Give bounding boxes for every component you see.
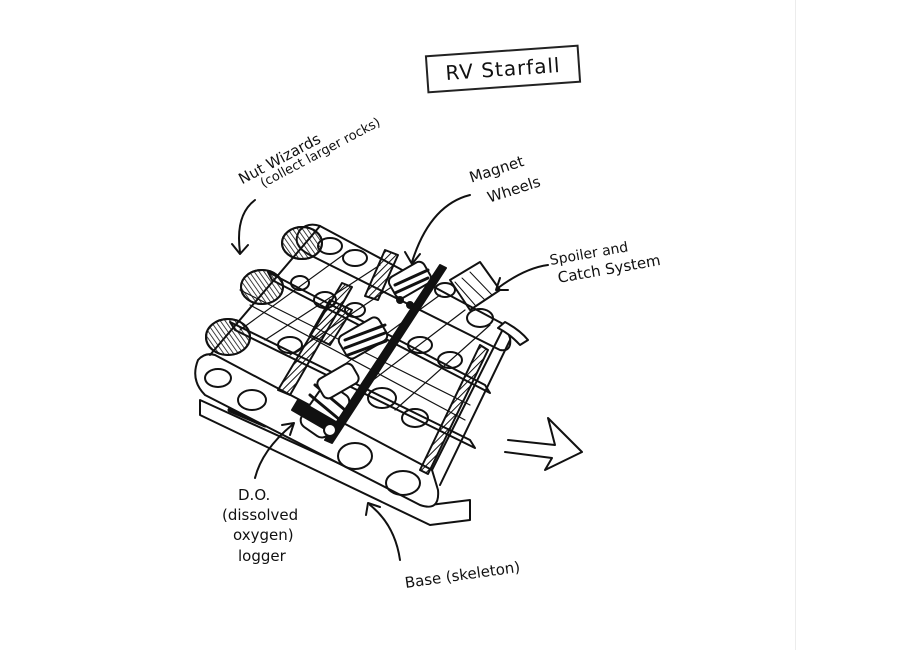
leader-nut-wizards (231, 199, 256, 255)
title: RV Starfall (444, 53, 562, 85)
do-logger (291, 399, 337, 437)
direction-arrow (504, 417, 583, 471)
nut-wizard-3 (281, 226, 323, 260)
leader-base (365, 502, 401, 561)
magnet-wheel-back (387, 260, 433, 309)
label-do-1: D.O. (238, 486, 271, 504)
leader-spoiler (495, 264, 549, 291)
label-do-3: oxygen) (233, 526, 294, 544)
page-edge (795, 0, 796, 650)
leader-do (254, 422, 295, 479)
nut-wizard-1 (205, 318, 251, 356)
label-do-4: logger (238, 547, 286, 565)
nut-wizard-2 (240, 269, 284, 305)
magnet-wheel-middle (337, 316, 389, 360)
leader-magnet (404, 194, 471, 265)
label-do-2: (dissolved (222, 506, 299, 524)
